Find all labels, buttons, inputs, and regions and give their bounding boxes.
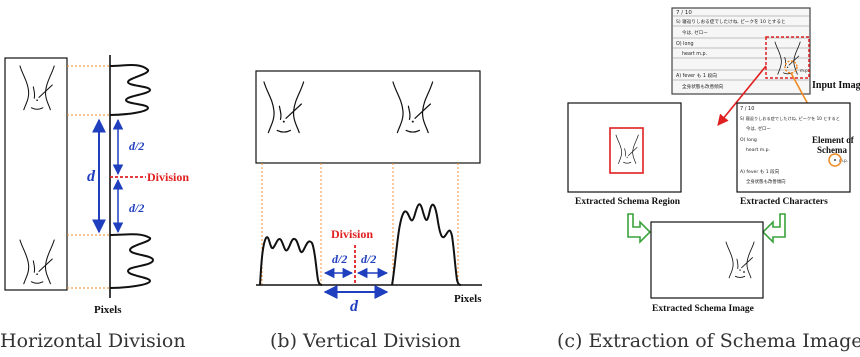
final-schema-dot xyxy=(743,271,745,273)
schema-crop-highlight xyxy=(609,127,644,174)
torso-sketch-right xyxy=(392,81,434,134)
extracted-schema-image-label: Extracted Schema Image xyxy=(652,304,754,314)
torso-sketch-bottom xyxy=(19,239,55,285)
division-label-b: Division xyxy=(331,227,373,241)
schema-region-highlight xyxy=(765,36,810,79)
half-d-label-left: d/2 xyxy=(332,252,347,266)
green-arrow-right xyxy=(761,213,786,244)
torso-sketch-left xyxy=(263,81,305,134)
caption-c: (c) Extraction of Schema Image xyxy=(557,330,860,352)
projection-profile-right xyxy=(391,203,462,286)
half-d-label-bottom: d/2 xyxy=(129,201,144,215)
chars-s-line: S) 寝返りしおる症でしたけね, ピークを 10 とすると xyxy=(740,115,840,122)
torso-sketch-top xyxy=(19,65,55,111)
d-label: d xyxy=(87,168,96,185)
chars-o-line: O) long xyxy=(740,137,757,143)
projection-profile-bottom xyxy=(109,233,155,289)
guide-lines xyxy=(67,65,112,289)
input-image-label: Input Image xyxy=(812,80,860,91)
pixels-label-b: Pixels xyxy=(454,293,482,305)
input-s-line2: 今は, ゼロー xyxy=(682,29,708,36)
panel-c-extraction: 7 / 10 S) 寝返りしおる症でしたけね, ピークを 10 とすると 今は,… xyxy=(557,7,860,352)
input-o-line2: heart m.p. xyxy=(682,51,707,57)
pixels-label: Pixels xyxy=(94,304,122,316)
element-of-schema-label-2: Schema xyxy=(817,145,847,155)
input-mp: m.p. xyxy=(800,68,809,73)
chars-s-line2: 今は, ゼロー xyxy=(746,125,771,132)
chars-a-line2: 全身状態も改善傾向 xyxy=(746,178,786,185)
extracted-characters-label: Extracted Characters xyxy=(740,197,828,207)
projection-profile-left xyxy=(259,236,323,286)
input-o-line: O) long xyxy=(676,41,694,47)
schema-element-dot xyxy=(834,159,836,161)
input-a-line2: 全身状態も改善傾向 xyxy=(682,83,724,90)
half-d-label-top: d/2 xyxy=(129,139,144,153)
division-label: Division xyxy=(147,170,189,184)
input-s-line: S) 寝返りしおる症でしたけね, ピークを 10 とすると xyxy=(676,18,786,25)
panel-a-horizontal-division: d d/2 d/2 Division Pixels Horizontal Div… xyxy=(0,55,189,352)
green-arrow-left xyxy=(627,213,652,244)
extracted-characters-box: 7 / 10 S) 寝返りしおる症でしたけね, ピークを 10 とすると 今は,… xyxy=(736,102,851,193)
extracted-schema-region-label: Extracted Schema Region xyxy=(575,197,681,207)
input-image: 7 / 10 S) 寝返りしおる症でしたけね, ピークを 10 とすると 今は,… xyxy=(671,7,811,95)
schema-element-highlight xyxy=(784,60,798,74)
guide-lines-b xyxy=(261,163,459,285)
extracted-schema-image-box xyxy=(650,221,764,299)
chars-a-line: A) fever も 1 段向 xyxy=(740,168,780,175)
extracted-schema-region-box xyxy=(567,102,682,193)
chars-mp: m.p. xyxy=(839,158,848,163)
d-label-b: d xyxy=(350,298,359,315)
caption-b: (b) Vertical Division xyxy=(270,330,461,352)
input-date: 7 / 10 xyxy=(676,10,692,16)
panel-b-vertical-division: Division d/2 d/2 d Pixels (b) Vertical D… xyxy=(255,70,482,352)
projection-profile-top xyxy=(109,64,152,116)
caption-a: Horizontal Division xyxy=(0,330,186,352)
half-d-label-right: d/2 xyxy=(361,252,376,266)
element-of-schema-label-1: Element of xyxy=(812,135,855,145)
input-a-line: A) fever も 1 段向 xyxy=(676,72,717,79)
arrow-to-schema-region xyxy=(717,65,767,126)
chars-date: 7 / 10 xyxy=(740,106,754,112)
scan-row-frame xyxy=(255,70,481,164)
chars-o-line2: heart m.p. xyxy=(746,147,770,153)
scan-strip-frame xyxy=(4,57,68,291)
schema-element-circle xyxy=(828,153,842,167)
